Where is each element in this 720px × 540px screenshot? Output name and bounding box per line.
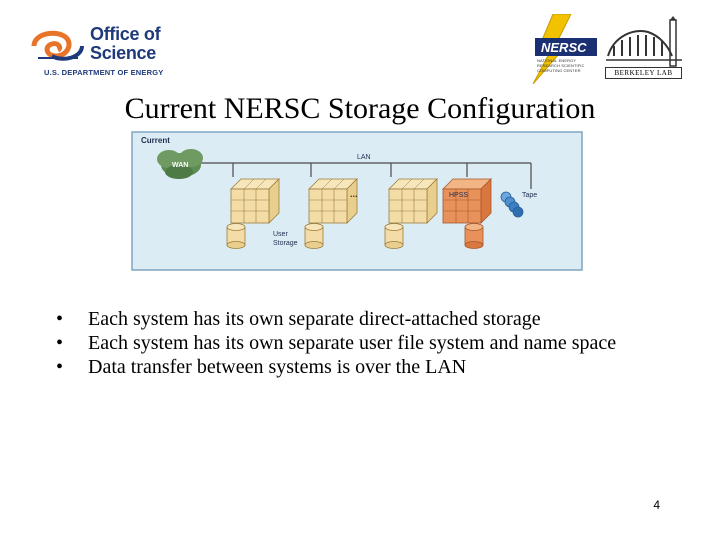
bullet-text: Each system has its own separate user fi… — [88, 332, 617, 354]
doe-office-of-science-logo: Office of Science U.S. DEPARTMENT OF ENE… — [30, 22, 180, 82]
bullet-item: • Data transfer between systems is over … — [56, 355, 696, 379]
user-storage-label-line1: User — [273, 231, 288, 238]
tape-label: Tape — [522, 192, 537, 199]
user-storage-label-line2: Storage — [273, 240, 298, 247]
storage-configuration-diagram: Current LAN WAN ... HPSS Tape — [131, 131, 583, 271]
page-number: 4 — [653, 498, 660, 512]
compute-cabinet-icon — [308, 178, 358, 224]
bullet-symbol: • — [56, 332, 64, 354]
nersc-logo: NERSC — [532, 14, 597, 84]
hpss-disk-icon — [464, 223, 484, 249]
tape-icon — [500, 191, 524, 218]
bullet-item: • Each system has its own separate user … — [56, 331, 618, 355]
wan-cloud-icon — [157, 149, 203, 179]
nersc-logo-text: NERSC — [541, 40, 587, 55]
storage-disk-icon — [226, 223, 246, 249]
doe-logo-subtitle: U.S. DEPARTMENT OF ENERGY — [44, 68, 164, 77]
lan-label: LAN — [357, 154, 371, 161]
lan-network-lines — [199, 162, 532, 189]
hpss-cabinet-icon — [442, 178, 492, 224]
berkeley-lab-name: BERKELEY LAB — [605, 67, 682, 79]
bullet-symbol: • — [56, 308, 64, 330]
compute-cabinet-icon — [388, 178, 438, 224]
diagram-panel-label: Current — [141, 136, 170, 145]
slide-title: Current NERSC Storage Configuration — [124, 92, 596, 125]
doe-logo-line1: Office of — [90, 24, 161, 44]
wan-label: WAN — [172, 162, 188, 169]
compute-cabinet-icon — [230, 178, 280, 224]
storage-disk-icon — [304, 223, 324, 249]
doe-logo-text: Office of Science — [90, 25, 190, 63]
doe-swirl-icon — [30, 28, 86, 64]
bullet-symbol: • — [56, 356, 64, 378]
bullet-text: Data transfer between systems is over th… — [88, 356, 467, 378]
bullet-list: • Each system has its own separate direc… — [56, 307, 696, 379]
nersc-tagline: NATIONAL ENERGY RESEARCH SCIENTIFIC COMP… — [537, 58, 585, 73]
doe-logo-line2: Science — [90, 43, 156, 63]
bullet-text: Each system has its own separate direct-… — [88, 308, 541, 330]
cabinet-ellipsis: ... — [350, 189, 358, 199]
bullet-item: • Each system has its own separate direc… — [56, 307, 696, 331]
hpss-label: HPSS — [449, 192, 468, 199]
berkeley-lab-logo — [606, 16, 682, 67]
storage-disk-icon — [384, 223, 404, 249]
